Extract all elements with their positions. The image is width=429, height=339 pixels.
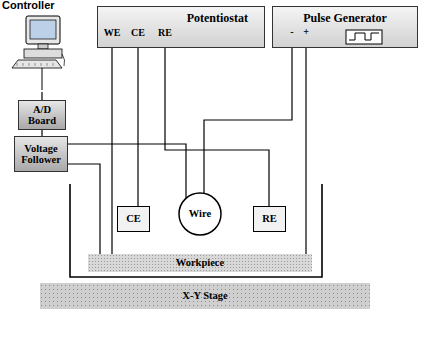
pulse-symbol — [345, 29, 385, 45]
wire-connector — [111, 48, 112, 254]
node-label: Workpiece — [174, 256, 226, 269]
pulse-generator-box: Pulse Generator — [272, 6, 418, 48]
reference-electrode-box: RE — [253, 206, 286, 232]
node-label: Wire — [187, 207, 213, 220]
pin-label: RE — [158, 28, 172, 38]
pin-label: - — [290, 27, 293, 37]
node-label: RE — [260, 212, 279, 225]
electrolyte-tank — [70, 184, 322, 277]
node-label: X-Y Stage — [180, 289, 229, 302]
voltage-follower-box: Voltage Follower — [14, 136, 68, 172]
pin-label: CE — [131, 28, 145, 38]
ad-board-box: A/D Board — [18, 100, 66, 130]
wire-connector — [68, 144, 186, 198]
wire-connector — [165, 48, 269, 206]
wire-connector — [305, 48, 306, 254]
pin-label: + — [303, 27, 309, 37]
wire-connector — [204, 48, 292, 193]
wire-connector — [68, 164, 100, 254]
node-label: CE — [124, 212, 143, 225]
node-label: Voltage Follower — [15, 142, 67, 166]
xy-stage-band: X-Y Stage — [40, 283, 370, 309]
node-label: Pulse Generator — [301, 11, 389, 26]
computer-icon — [2, 14, 68, 90]
potentiostat-box: Potentiostat — [97, 6, 265, 48]
wire-connector — [41, 92, 42, 100]
wire-electrode-circle: Wire — [178, 192, 222, 236]
wire-connector — [137, 48, 138, 206]
node-label: Controller — [2, 0, 55, 12]
controller-computer: Controller — [2, 0, 68, 92]
node-label: Potentiostat — [185, 11, 250, 26]
workpiece-band: Workpiece — [88, 254, 312, 272]
pin-label: WE — [104, 28, 121, 38]
node-label: A/D Board — [19, 103, 65, 127]
counter-electrode-box: CE — [117, 206, 150, 232]
